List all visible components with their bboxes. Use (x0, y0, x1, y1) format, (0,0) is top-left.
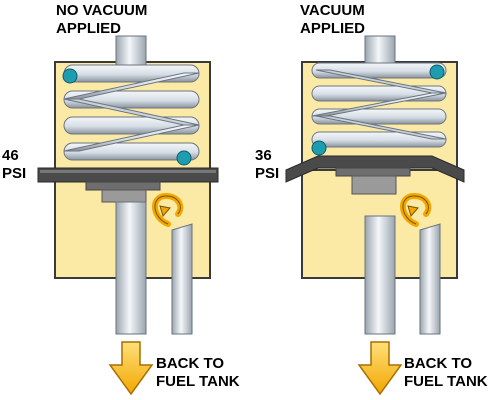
spring-end-bottom (176, 150, 192, 166)
right-return-line1: BACK TO (404, 355, 472, 372)
regulator-vacuum-applied (285, 35, 465, 396)
return-tube (364, 215, 396, 335)
spring-icon (62, 64, 200, 166)
diaphragm-icon (285, 155, 465, 183)
right-pressure-unit: PSI (255, 165, 279, 182)
valve-plate (335, 167, 411, 177)
spring-end-bottom (311, 140, 327, 156)
left-pressure-unit: PSI (2, 165, 26, 182)
flow-arrow-icon (400, 192, 432, 227)
spring-end-top (429, 64, 445, 80)
left-title-line1: NO VACUUM (56, 2, 147, 19)
regulator-no-vacuum (37, 35, 219, 396)
inlet-tube (419, 223, 441, 335)
right-title-line2: APPLIED (300, 20, 365, 37)
spring-end-top (62, 68, 78, 84)
valve-seat (351, 175, 397, 195)
inlet-tube (171, 223, 193, 335)
flow-arrow-icon (152, 192, 184, 227)
left-return-line2: FUEL TANK (156, 373, 240, 390)
spring-icon (311, 62, 447, 156)
down-arrow-icon (357, 341, 403, 396)
right-pressure-value: 36 (255, 147, 272, 164)
vacuum-port (364, 35, 396, 67)
right-title-line1: VACUUM (300, 2, 365, 19)
down-arrow-icon (108, 341, 154, 396)
left-title-line2: APPLIED (56, 20, 121, 37)
valve-plate (85, 181, 161, 191)
right-return-line2: FUEL TANK (404, 373, 488, 390)
vacuum-port (115, 35, 147, 67)
valve-seat (101, 189, 147, 203)
left-return-line1: BACK TO (156, 355, 224, 372)
left-pressure-value: 46 (2, 147, 19, 164)
return-tube (115, 201, 147, 335)
